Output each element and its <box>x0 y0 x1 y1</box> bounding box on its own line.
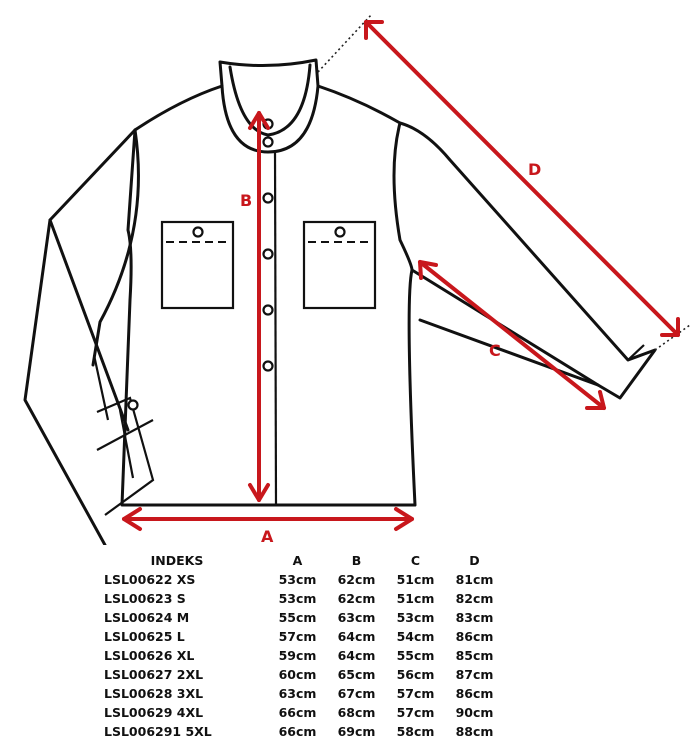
cell-d: 88cm <box>455 724 494 739</box>
cell-c: 55cm <box>396 648 435 663</box>
cell-d: 86cm <box>455 629 494 644</box>
cell-index: LSL00627 2XL <box>104 667 204 682</box>
cell-b: 69cm <box>337 724 376 739</box>
cell-b: 64cm <box>337 648 376 663</box>
cell-d: 82cm <box>455 591 494 606</box>
cell-a: 60cm <box>278 667 317 682</box>
cell-d: 83cm <box>455 610 494 625</box>
table-row: LSL00626 XL 59cm 64cm 55cm 85cm <box>104 646 504 665</box>
cell-c: 53cm <box>396 610 435 625</box>
table-row: LSL00629 4XL 66cm 68cm 57cm 90cm <box>104 703 504 722</box>
cell-a: 53cm <box>278 572 317 587</box>
table-row: LSL00623 S 53cm 62cm 51cm 82cm <box>104 589 504 608</box>
label-b: B <box>240 191 252 210</box>
cell-b: 62cm <box>337 591 376 606</box>
size-table: INDEKS A B C D LSL00622 XS 53cm 62cm 51c… <box>104 551 504 741</box>
table-row: LSL00625 L 57cm 64cm 54cm 86cm <box>104 627 504 646</box>
header-a: A <box>292 553 303 568</box>
cell-c: 51cm <box>396 572 435 587</box>
label-a: A <box>261 527 274 545</box>
table-row: LSL00622 XS 53cm 62cm 51cm 81cm <box>104 570 504 589</box>
table-row: LSL006291 5XL 66cm 69cm 58cm 88cm <box>104 722 504 741</box>
cell-a: 55cm <box>278 610 317 625</box>
shirt-outline <box>23 58 657 545</box>
cell-a: 57cm <box>278 629 317 644</box>
cell-d: 81cm <box>455 572 494 587</box>
cell-a: 59cm <box>278 648 317 663</box>
cell-index: LSL00629 4XL <box>104 705 204 720</box>
cell-a: 53cm <box>278 591 317 606</box>
cell-d: 87cm <box>455 667 494 682</box>
cell-index: LSL00624 M <box>104 610 190 625</box>
cell-index: LSL006291 5XL <box>104 724 212 739</box>
cell-b: 64cm <box>337 629 376 644</box>
cell-d: 86cm <box>455 686 494 701</box>
cell-index: LSL00625 L <box>104 629 185 644</box>
cell-index: LSL00628 3XL <box>104 686 204 701</box>
cell-c: 54cm <box>396 629 435 644</box>
cell-c: 56cm <box>396 667 435 682</box>
cell-a: 63cm <box>278 686 317 701</box>
header-b: B <box>351 553 362 568</box>
table-row: LSL00627 2XL 60cm 65cm 56cm 87cm <box>104 665 504 684</box>
guide-lines <box>317 13 691 351</box>
cell-b: 62cm <box>337 572 376 587</box>
cell-c: 58cm <box>396 724 435 739</box>
cell-c: 57cm <box>396 705 435 720</box>
cell-c: 51cm <box>396 591 435 606</box>
shirt-measurement-diagram: B A C D <box>23 13 691 545</box>
cell-c: 57cm <box>396 686 435 701</box>
label-d: D <box>528 160 541 179</box>
cell-b: 63cm <box>337 610 376 625</box>
cell-b: 68cm <box>337 705 376 720</box>
cell-a: 66cm <box>278 724 317 739</box>
cell-index: LSL00622 XS <box>104 572 196 587</box>
cell-d: 90cm <box>455 705 494 720</box>
cell-index: LSL00623 S <box>104 591 186 606</box>
header-c: C <box>410 553 421 568</box>
measurement-arrows <box>122 20 680 531</box>
header-d: D <box>469 553 480 568</box>
cell-b: 67cm <box>337 686 376 701</box>
table-header-row: INDEKS A B C D <box>104 551 504 570</box>
buttons <box>127 118 346 411</box>
cell-d: 85cm <box>455 648 494 663</box>
header-index: INDEKS <box>150 553 204 568</box>
cell-a: 66cm <box>278 705 317 720</box>
cell-b: 65cm <box>337 667 376 682</box>
label-c: C <box>489 341 501 360</box>
cell-index: LSL00626 XL <box>104 648 195 663</box>
table-row: LSL00628 3XL 63cm 67cm 57cm 86cm <box>104 684 504 703</box>
table-row: LSL00624 M 55cm 63cm 53cm 83cm <box>104 608 504 627</box>
